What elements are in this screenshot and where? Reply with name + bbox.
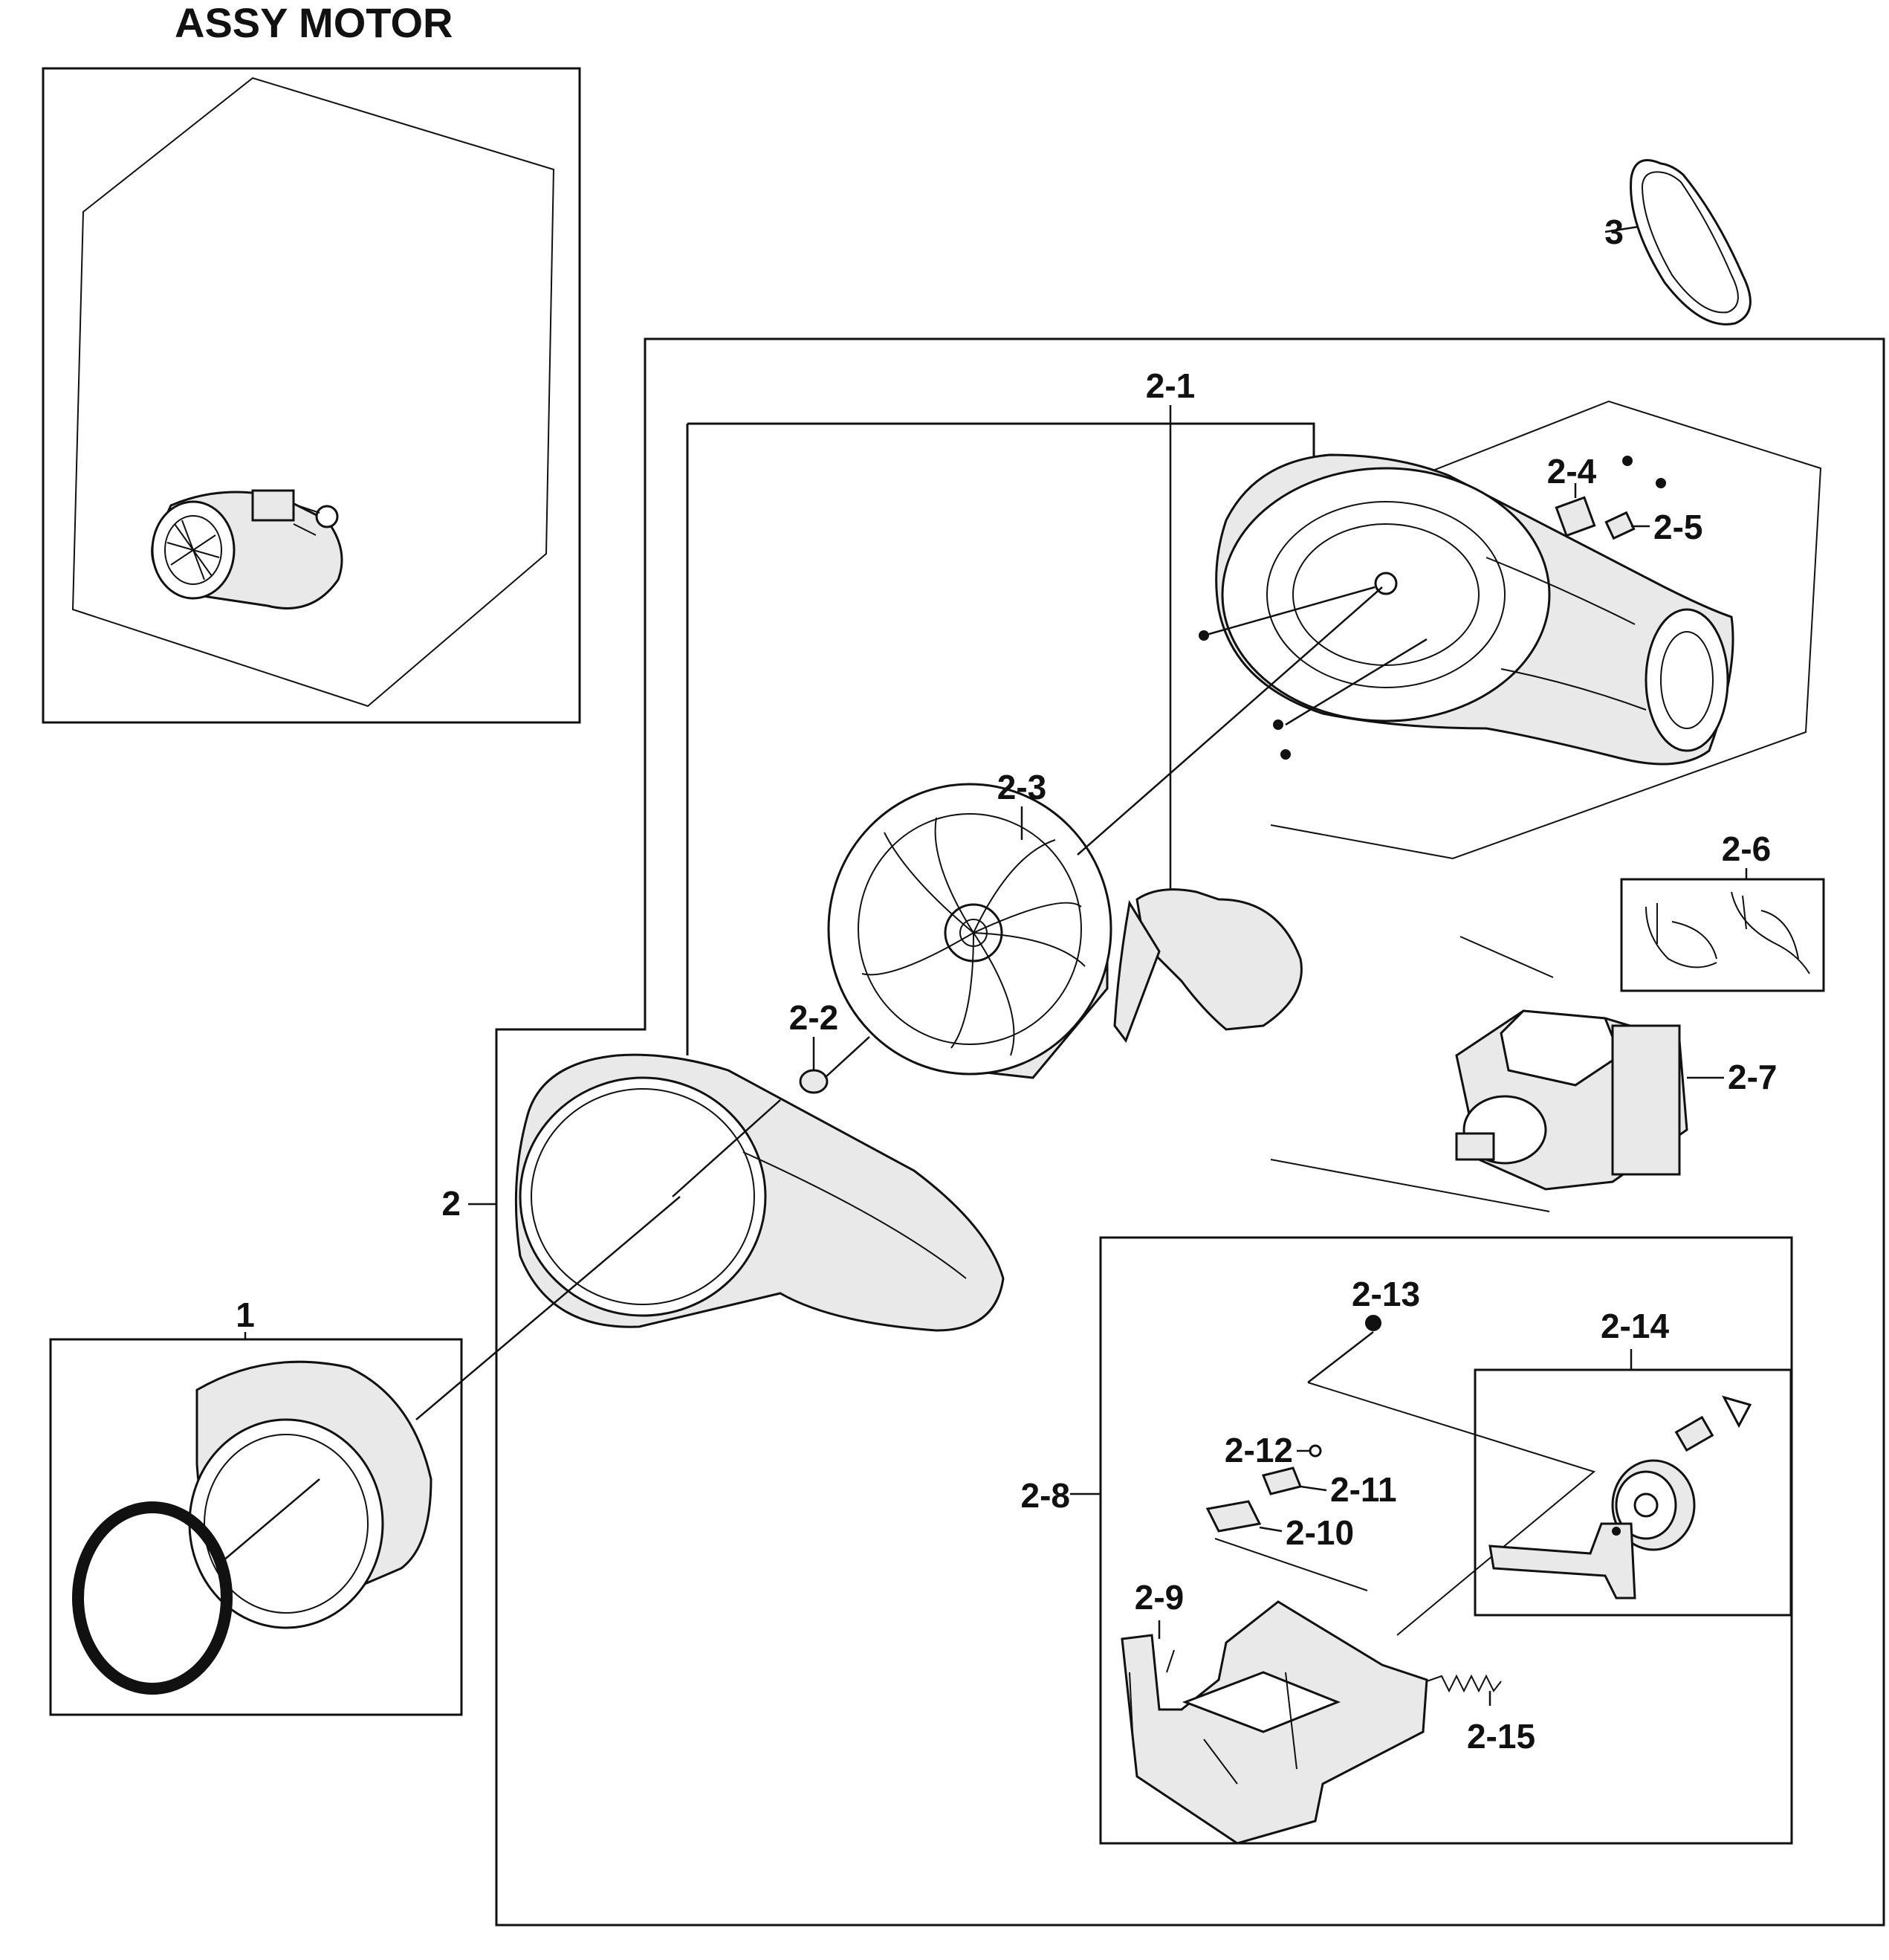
housing-group-boundary	[686, 422, 1315, 1055]
assy-motor-inset	[42, 67, 581, 724]
front-housing-part-2	[514, 1053, 1005, 1332]
label-2-11: 2-11	[1330, 1470, 1397, 1509]
label-2-6: 2-6	[1722, 829, 1771, 868]
screw-part-2-13	[1365, 1315, 1381, 1331]
dryer-outline	[71, 77, 555, 708]
label-3: 3	[1604, 213, 1624, 251]
ring-to-housing-axis	[415, 1196, 681, 1420]
ring-axis	[222, 1478, 320, 1562]
duct-part-2-1	[1113, 888, 1303, 1044]
idler-group-part-2-8	[1070, 1236, 1793, 1845]
label-2-4: 2-4	[1547, 452, 1597, 491]
part-2-10	[1205, 1500, 1262, 1533]
label-2-10: 2-10	[1286, 1513, 1354, 1552]
label-2-13: 2-13	[1352, 1275, 1420, 1313]
assy-motor-thumbnail	[151, 489, 343, 609]
label-2-3: 2-3	[997, 768, 1046, 806]
fan-impeller-part-2-3	[827, 783, 1112, 1079]
label-2-12: 2-12	[1225, 1431, 1293, 1469]
switch-part-2-5	[1604, 511, 1650, 540]
label-2-15: 2-15	[1467, 1717, 1535, 1756]
label-2-1: 2-1	[1146, 366, 1195, 405]
motor-part-2-7	[1270, 936, 1724, 1212]
nut-part-2-2	[799, 1036, 870, 1094]
clips-part-2-6	[1620, 878, 1825, 992]
washer-part-2-12	[1309, 1444, 1322, 1458]
bracket-part-2-9	[1121, 1600, 1428, 1845]
label-1: 1	[236, 1296, 255, 1334]
gasket-ring	[72, 1501, 233, 1695]
label-2-7: 2-7	[1728, 1058, 1777, 1096]
belt-part-3	[1604, 159, 1752, 326]
spring-part-2-15	[1426, 1674, 1502, 1693]
bracket-part-2-4	[1555, 456, 1666, 537]
back-housing-cover	[1199, 400, 1822, 860]
label-2-5: 2-5	[1653, 508, 1702, 546]
part-2-11	[1261, 1466, 1303, 1495]
pulley-part-2-14	[1488, 1395, 1752, 1600]
label-2-2: 2-2	[789, 998, 838, 1037]
housing-axis	[672, 1099, 781, 1197]
diagram-title: ASSY MOTOR	[175, 0, 453, 46]
assembly-2-boundary	[495, 337, 1885, 1927]
label-2-9: 2-9	[1135, 1578, 1184, 1617]
label-2: 2	[441, 1184, 461, 1223]
label-2-14: 2-14	[1601, 1307, 1669, 1345]
label-2-8: 2-8	[1021, 1476, 1070, 1515]
ring-part-1	[49, 1196, 681, 1716]
fan-axis-leader	[1077, 586, 1383, 856]
